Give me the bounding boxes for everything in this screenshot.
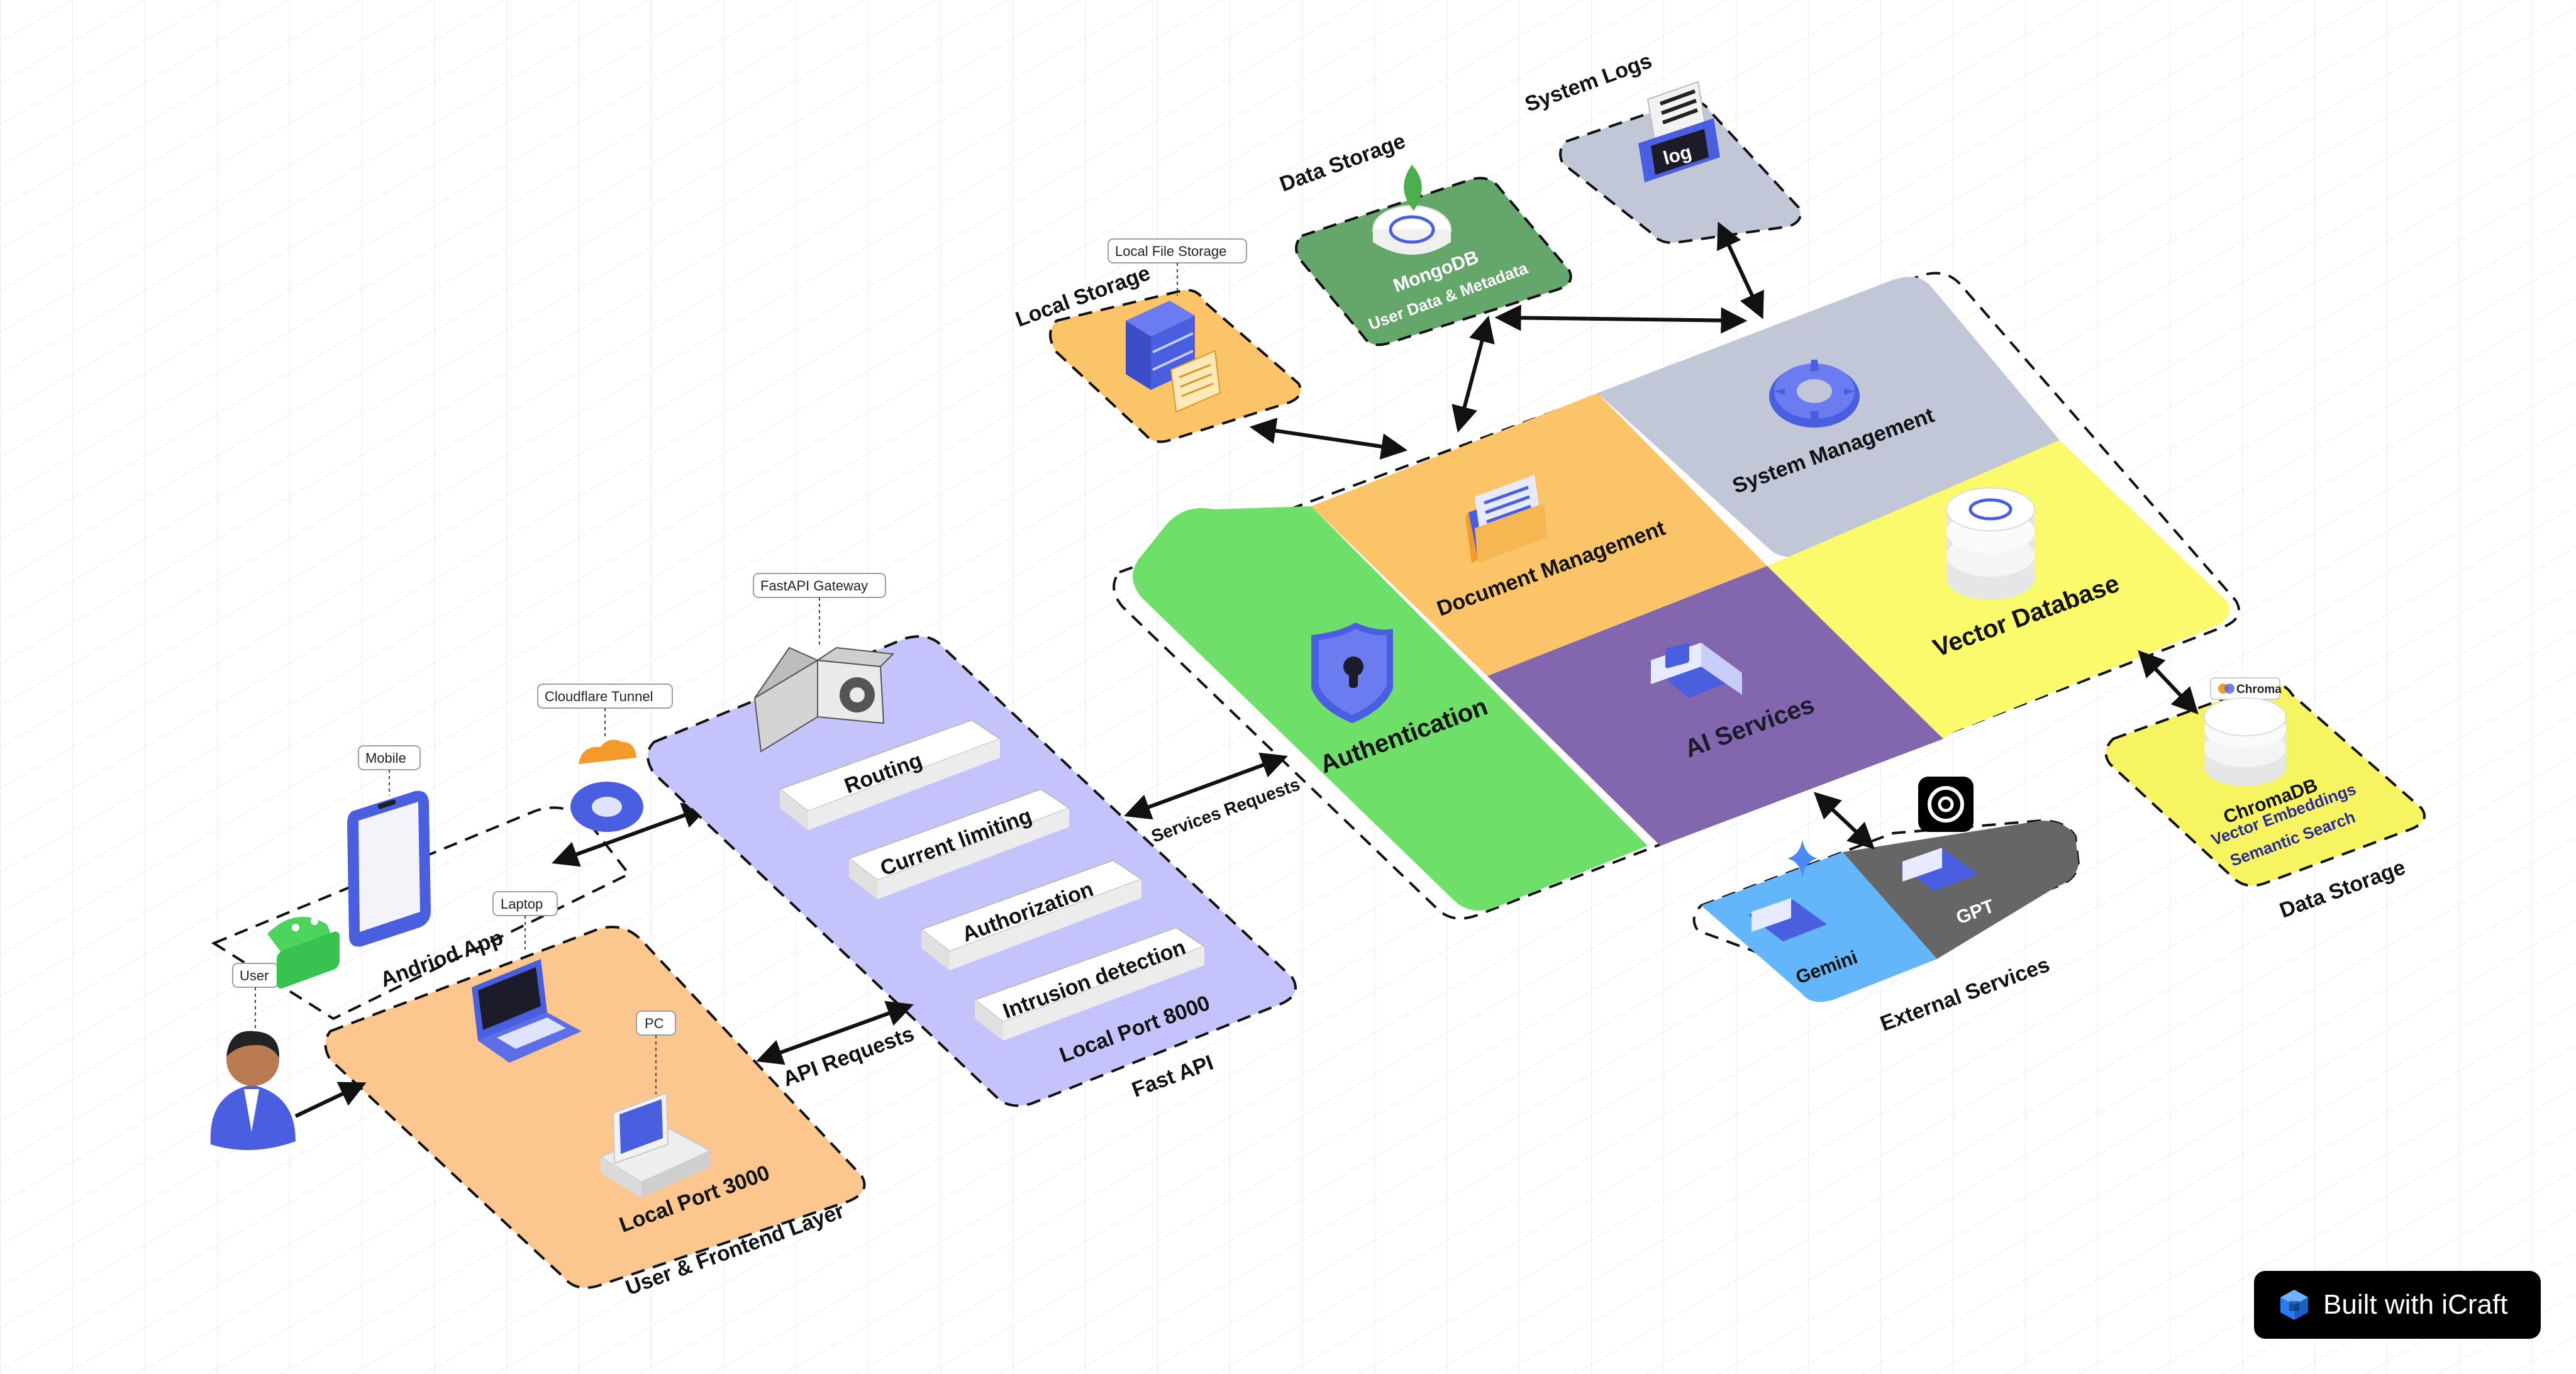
svg-text:Mobile: Mobile bbox=[365, 750, 406, 766]
gemini-node[interactable]: Gemini bbox=[1701, 839, 1937, 1002]
core-platform: Authentication Document Management Syste… bbox=[1113, 272, 2240, 920]
gateway-building-icon bbox=[753, 646, 895, 753]
mongodb-zone-box bbox=[1295, 177, 1572, 346]
user-to-frontend-arrow bbox=[294, 1082, 367, 1118]
frontend-zone-box bbox=[324, 926, 866, 1289]
mongodb-to-document-arrow bbox=[1452, 315, 1495, 433]
user-tag: User bbox=[232, 963, 279, 988]
user-icon bbox=[210, 1031, 296, 1150]
pc-node[interactable]: PC bbox=[599, 1011, 713, 1198]
ai-to-external-arrow bbox=[1813, 792, 1875, 850]
chromadb-cylinder-icon bbox=[2204, 697, 2287, 786]
pc-icon bbox=[599, 1092, 713, 1198]
chroma-logo-tag: Chroma bbox=[2210, 677, 2282, 700]
module-vector-database[interactable]: Vector Database bbox=[1767, 440, 2229, 739]
module-authentication[interactable]: Authentication bbox=[1133, 506, 1648, 911]
openai-logo-icon bbox=[1918, 777, 1974, 832]
icraft-cube-icon bbox=[2280, 1290, 2308, 1320]
gateway-tag: FastAPI Gateway bbox=[753, 573, 886, 598]
mobile-phone-icon bbox=[347, 790, 431, 947]
svg-text:PC: PC bbox=[645, 1016, 664, 1031]
gear-icon bbox=[1769, 360, 1860, 428]
fastapi-gateway-node[interactable]: FastAPI Gateway bbox=[753, 573, 895, 753]
built-with-icraft-badge[interactable]: Built with iCraft bbox=[2254, 1271, 2541, 1339]
local-storage-arrow bbox=[1249, 418, 1408, 460]
svg-text:FastAPI Gateway: FastAPI Gateway bbox=[760, 578, 868, 594]
svg-text:User: User bbox=[240, 968, 269, 983]
log-file-icon bbox=[1638, 80, 1720, 182]
android-app-dashed-boundary bbox=[211, 806, 631, 1021]
module-system-management[interactable]: System Management bbox=[1597, 277, 2060, 557]
local-file-storage-tag: Local File Storage bbox=[1108, 238, 1247, 263]
cloudflare-cloud-icon bbox=[579, 740, 636, 764]
gpt-ai-chip-icon bbox=[1899, 848, 1978, 891]
logs-to-system-arrow bbox=[1717, 221, 1764, 319]
mongodb-to-system-arrow bbox=[1494, 304, 1748, 334]
user-node[interactable]: User bbox=[210, 963, 296, 1150]
mongodb-leaf-icon bbox=[1372, 165, 1452, 255]
server-stack-icon bbox=[1126, 301, 1221, 413]
mobile-tag: Mobile bbox=[358, 745, 421, 770]
laptop-node[interactable]: Laptop bbox=[472, 891, 582, 1063]
ai-chip-icon bbox=[1648, 643, 1745, 698]
gpt-node[interactable]: GPT bbox=[1843, 777, 2079, 959]
built-with-icraft-label: Built with iCraft bbox=[2323, 1289, 2508, 1320]
system-logs-zone-box bbox=[1559, 99, 1802, 244]
laptop-icon bbox=[472, 959, 582, 1063]
mobile-node[interactable]: Mobile bbox=[347, 745, 431, 947]
module-ai-services[interactable]: AI Services bbox=[1487, 566, 1943, 846]
tunnel-gear-icon bbox=[570, 782, 643, 832]
svg-text:Local File Storage: Local File Storage bbox=[1115, 243, 1226, 259]
vector-to-chroma-arrow bbox=[2138, 650, 2199, 715]
svg-text:Cloudflare Tunnel: Cloudflare Tunnel bbox=[545, 689, 653, 704]
services-requests-arrow bbox=[1124, 752, 1288, 820]
local-file-storage-node[interactable]: Local File Storage bbox=[1108, 238, 1247, 413]
api-requests-arrow bbox=[756, 1000, 914, 1065]
gemini-ai-chip-icon bbox=[1748, 839, 1827, 941]
folder-document-icon bbox=[1465, 475, 1547, 563]
module-document-management[interactable]: Document Management bbox=[1311, 393, 1767, 676]
android-robot-icon bbox=[267, 917, 340, 989]
chroma-logo-label: Chroma bbox=[2236, 683, 2282, 696]
svg-text:Laptop: Laptop bbox=[501, 896, 543, 912]
shield-lock-icon bbox=[1311, 623, 1393, 723]
log-file-node[interactable]: log bbox=[1638, 80, 1720, 182]
frontend-to-gateway-arrow bbox=[552, 802, 709, 867]
cloudflare-tag: Cloudflare Tunnel bbox=[537, 684, 673, 709]
chroma-zone-box bbox=[2104, 682, 2426, 887]
database-cylinder-icon bbox=[1946, 487, 2035, 600]
pc-tag: PC bbox=[636, 1011, 676, 1036]
laptop-tag: Laptop bbox=[492, 891, 558, 916]
